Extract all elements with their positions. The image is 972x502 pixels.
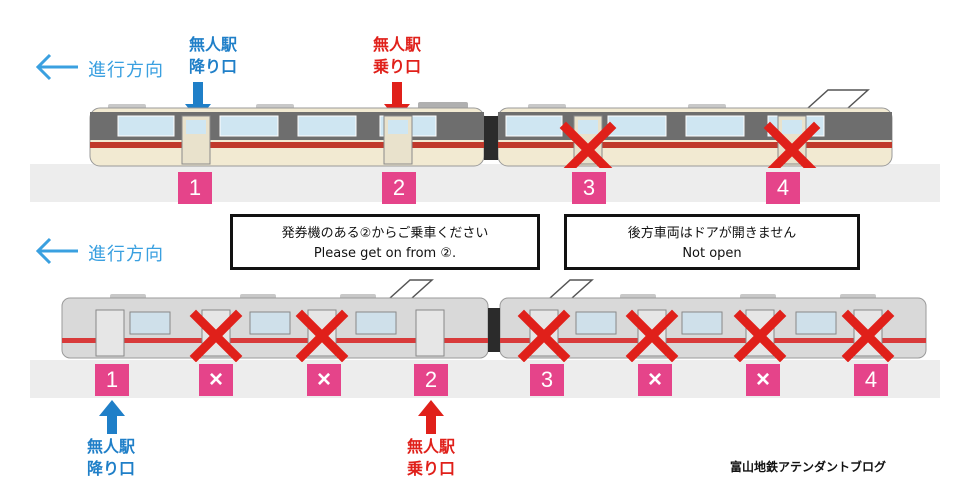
door-number-badge: 2 xyxy=(414,364,448,396)
entrance-text: 乗り口 xyxy=(406,459,455,478)
door-closed-badge: × xyxy=(199,364,233,396)
door-number-badge: 4 xyxy=(854,364,888,396)
notice-en-text: Not open xyxy=(682,246,742,261)
blog-credit: 富山地鉄アテンダントブログ xyxy=(730,460,887,474)
car-number-badge: 2 xyxy=(382,172,416,204)
upper-alight-label: 無人駅 降り口 xyxy=(178,34,248,78)
notice-en-text: Please get on from ②. xyxy=(313,246,457,261)
upper-train xyxy=(89,89,893,168)
left-arrow-icon xyxy=(35,237,78,265)
car-number-badge: 4 xyxy=(766,172,800,204)
door-number-badge: 1 xyxy=(95,364,129,396)
upper-platform xyxy=(30,164,940,202)
up-arrow-icon xyxy=(99,400,125,434)
lower-direction-indicator: 進行方向 xyxy=(34,236,214,266)
direction-label: 進行方向 xyxy=(88,60,164,81)
station-type-text: 無人駅 xyxy=(188,35,237,54)
lower-train xyxy=(61,279,927,362)
notice-jp-text: 後方車両はドアが開きません xyxy=(627,226,797,241)
upper-direction-indicator: 進行方向 xyxy=(34,52,214,82)
door-number-badge: 3 xyxy=(530,364,564,396)
front-car-notice: 発券機のある②からご乗車ください Please get on from ②. xyxy=(230,214,540,270)
car-number-badge: 1 xyxy=(178,172,212,204)
rear-car-notice: 後方車両はドアが開きません Not open xyxy=(564,214,860,270)
direction-label: 進行方向 xyxy=(88,244,164,265)
door-closed-badge: × xyxy=(307,364,341,396)
car-number-badge: 3 xyxy=(572,172,606,204)
up-arrow-icon xyxy=(418,400,444,434)
lower-alight-label: 無人駅 降り口 xyxy=(76,436,146,480)
entrance-text: 乗り口 xyxy=(372,57,421,76)
lower-platform xyxy=(30,360,940,398)
door-closed-badge: × xyxy=(638,364,672,396)
left-arrow-icon xyxy=(35,53,78,81)
lower-board-label: 無人駅 乗り口 xyxy=(396,436,466,480)
exit-text: 降り口 xyxy=(188,57,237,76)
upper-board-label: 無人駅 乗り口 xyxy=(362,34,432,78)
station-type-text: 無人駅 xyxy=(372,35,421,54)
door-closed-badge: × xyxy=(746,364,780,396)
station-type-text: 無人駅 xyxy=(86,437,135,456)
notice-jp-text: 発券機のある②からご乗車ください xyxy=(281,226,489,241)
station-type-text: 無人駅 xyxy=(406,437,455,456)
exit-text: 降り口 xyxy=(86,459,135,478)
